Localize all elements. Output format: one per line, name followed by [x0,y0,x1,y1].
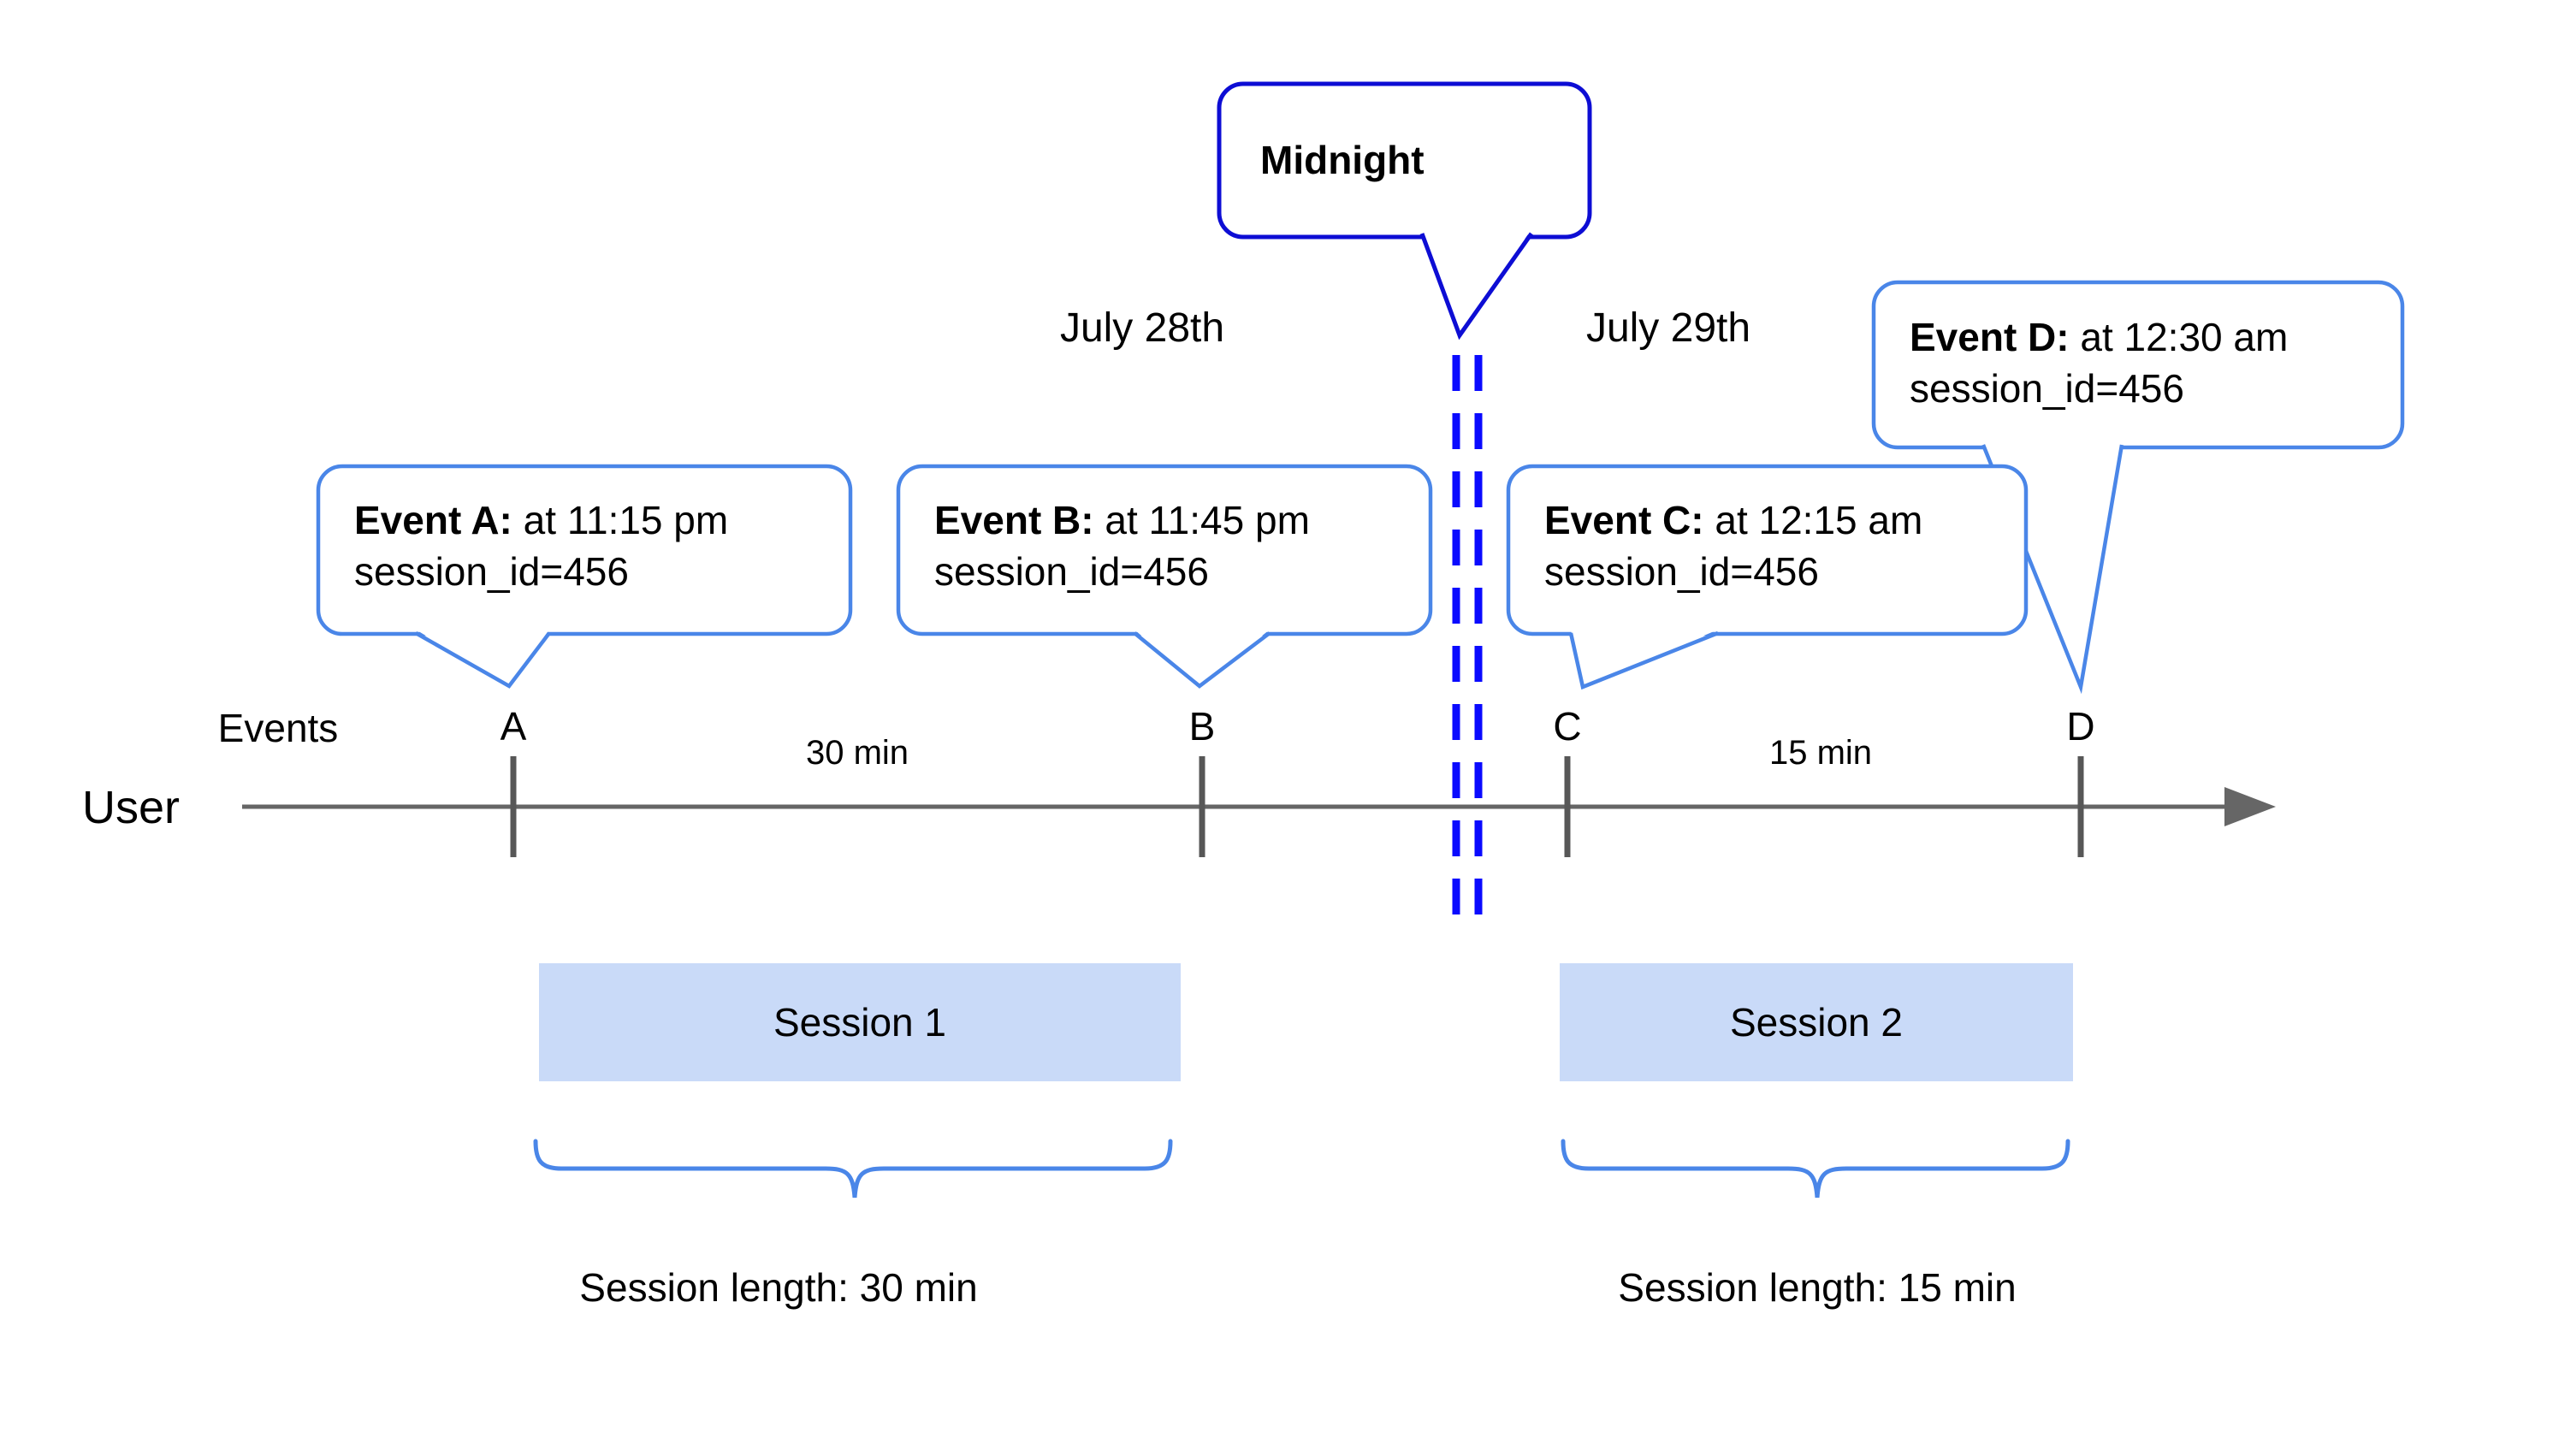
interval-label-30-min: 30 min [805,734,909,772]
user-axis-label: User [82,782,181,833]
tick-label-b: B [1188,704,1216,749]
event-a-title: Event A: [354,498,512,542]
date-label-july-28: July 28th [1059,305,1225,351]
event-d-callout-bubble [1871,280,2405,450]
event-b-time: at 11:45 pm [1093,498,1310,542]
session-2-box: Session 2 [1560,963,2073,1081]
event-b-line1: Event B: at 11:45 pm [934,494,1310,546]
timeline-arrowhead-icon [2224,787,2276,826]
event-a-callout-bubble [316,464,853,636]
session-1-box-label: Session 1 [773,1000,946,1045]
date-label-july-29: July 29th [1585,305,1751,351]
events-axis-label: Events [217,706,339,750]
event-b-callout-tail [1134,630,1270,686]
event-d-session-id: session_id=456 [1910,366,2184,411]
event-b-callout-tail-outline [1133,631,1271,689]
tick-label-a: A [500,704,527,749]
session-2-brace [1561,1139,2070,1199]
event-c-callout-bubble [1506,464,2029,636]
session-1-box: Session 1 [539,963,1181,1081]
event-d-title: Event D: [1910,315,2070,359]
event-d-callout-text: Event D: at 12:30 am session_id=456 [1910,311,2288,414]
event-a-line1: Event A: at 11:15 pm [354,494,728,546]
event-a-session-id: session_id=456 [354,549,629,594]
event-b-title: Event B: [934,498,1094,542]
midnight-callout-tail [1422,229,1531,335]
session-2-box-label: Session 2 [1729,1000,1903,1045]
event-a-callout-tail-outline [414,631,551,689]
interval-label-15-min: 15 min [1768,734,1873,772]
tick-label-d: D [2066,704,2095,749]
event-b-callout-text: Event B: at 11:45 pm session_id=456 [934,494,1310,597]
event-c-title: Event C: [1544,498,1704,542]
midnight-callout-bubble [1217,81,1592,240]
event-b-session-id: session_id=456 [934,549,1209,594]
event-a-callout-tail [416,630,549,686]
event-c-time: at 12:15 am [1703,498,1923,542]
event-a-callout-text: Event A: at 11:15 pm session_id=456 [354,494,728,597]
session-1-brace [533,1139,1173,1199]
session-1-length-label: Session length: 30 min [579,1265,978,1310]
event-a-time: at 11:15 pm [512,498,729,542]
midnight-callout-tail-outline [1419,232,1534,340]
midnight-label: Midnight [1260,138,1425,182]
event-c-callout-tail [1571,630,1718,687]
event-c-callout-tail-outline [1568,630,1719,690]
tick-label-c: C [1553,704,1582,749]
event-c-callout-text: Event C: at 12:15 am session_id=456 [1544,494,1922,597]
event-c-line1: Event C: at 12:15 am [1544,494,1922,546]
event-d-line1: Event D: at 12:30 am [1910,311,2288,363]
session-2-length-label: Session length: 15 min [1618,1265,2017,1310]
event-c-session-id: session_id=456 [1544,549,1819,594]
event-d-time: at 12:30 am [2069,315,2289,359]
